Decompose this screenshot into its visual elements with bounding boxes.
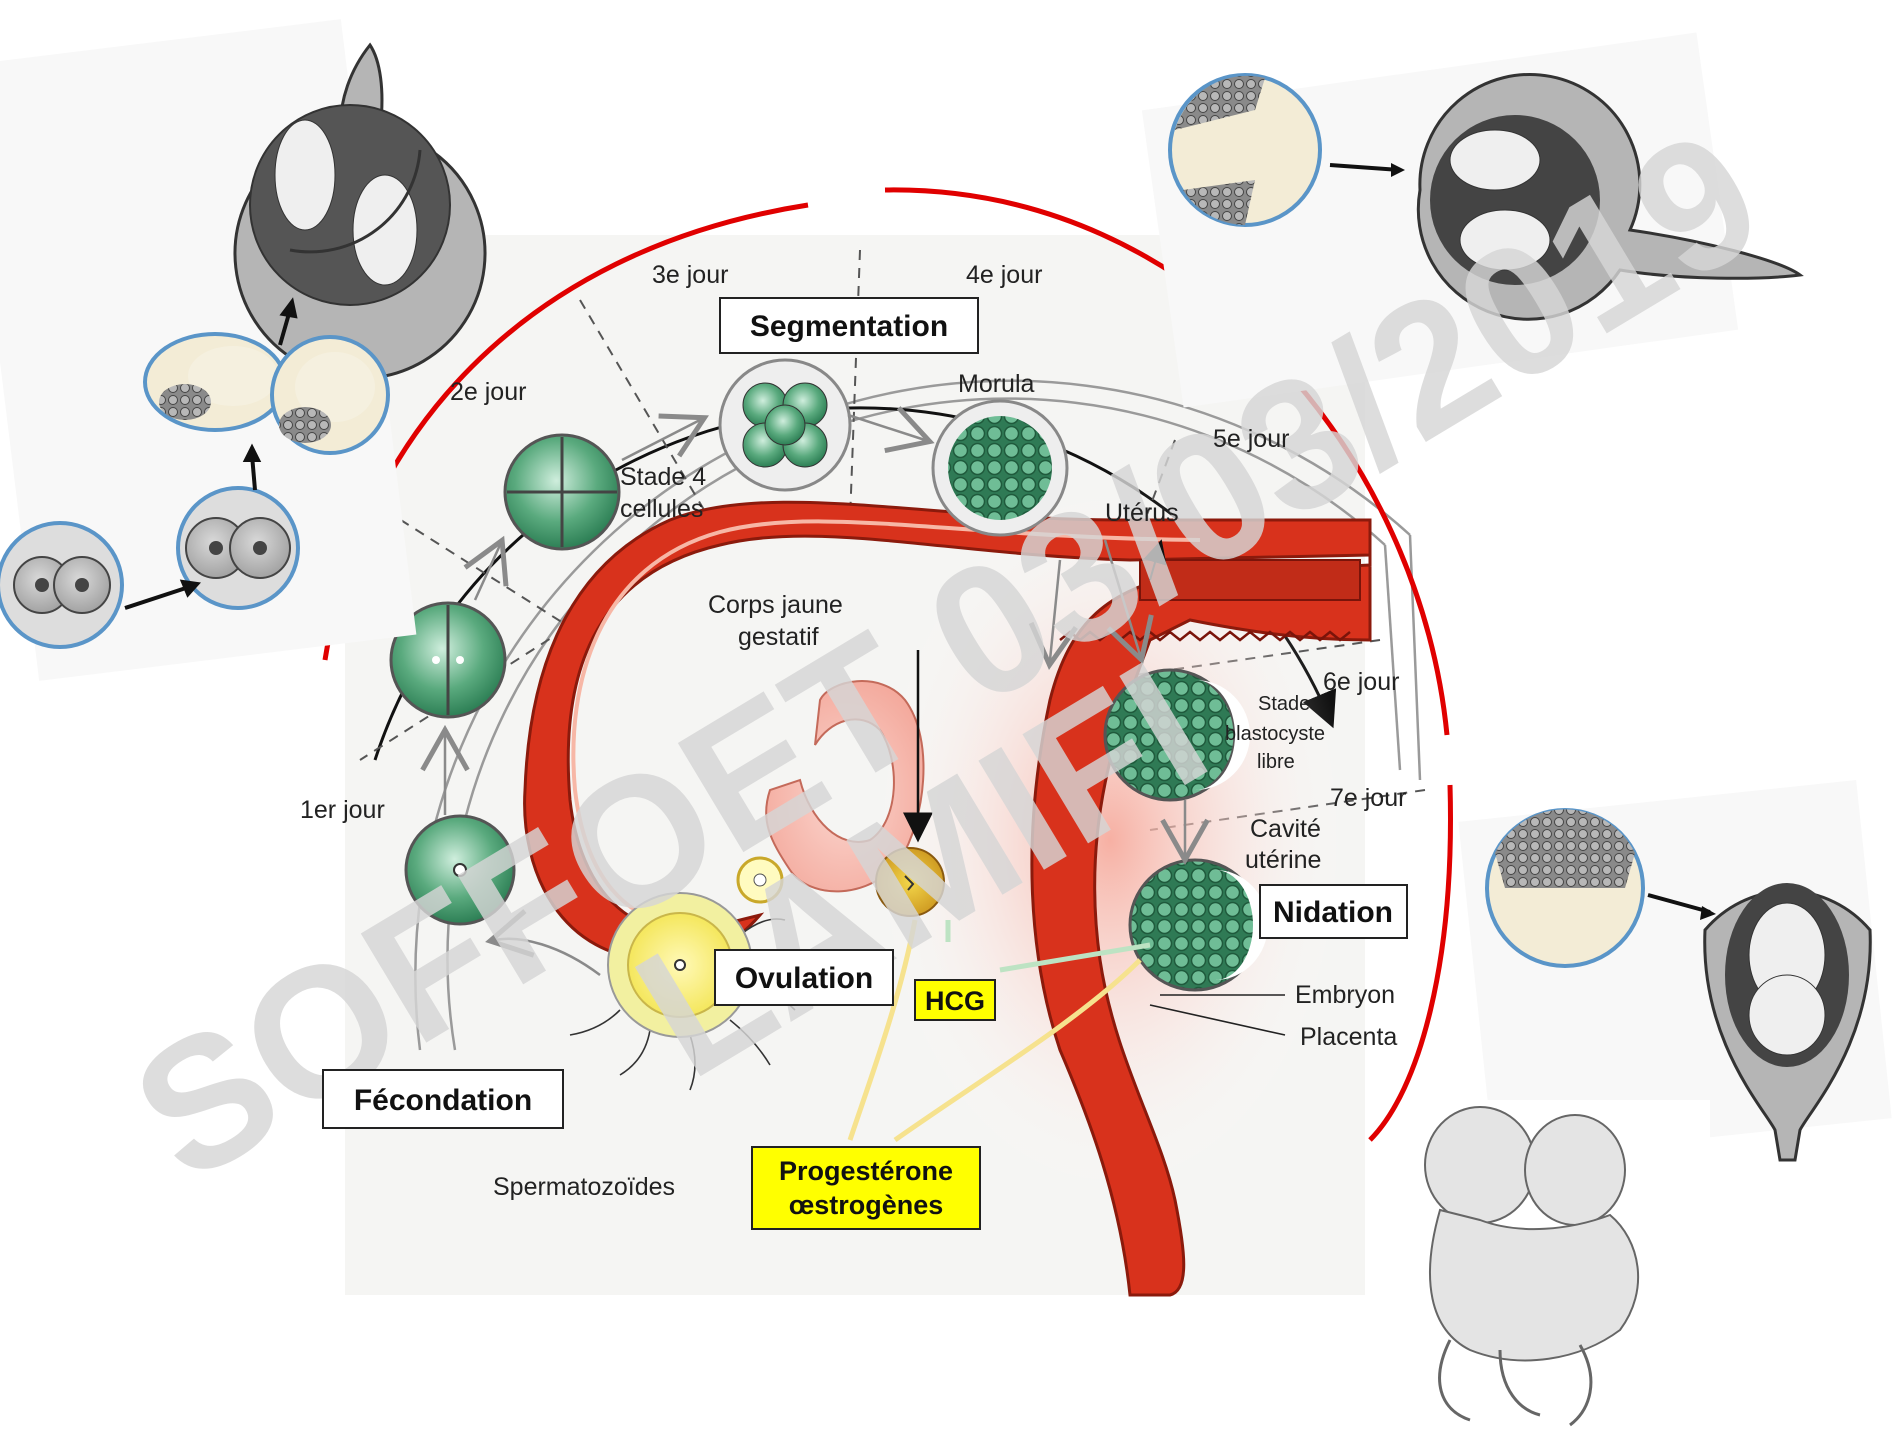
- label-day-2: 2e jour: [450, 378, 526, 406]
- label-day-3: 3e jour: [652, 261, 728, 289]
- label-nidation: Nidation: [1260, 885, 1407, 938]
- label-segmentation: Segmentation: [720, 298, 978, 353]
- svg-text:Ovulation: Ovulation: [735, 962, 873, 995]
- svg-text:Progestérone: Progestérone: [779, 1156, 953, 1186]
- label-progesterone-oestrogenes: Progestérone œstrogènes: [752, 1147, 980, 1229]
- label-corps-jaune-2: gestatif: [738, 623, 819, 651]
- label-day-6: 6e jour: [1323, 668, 1399, 696]
- label-day-4: 4e jour: [966, 261, 1042, 289]
- label-stade-4-cellules-1: Stade 4: [620, 463, 706, 491]
- label-morula: Morula: [958, 370, 1035, 398]
- label-hcg: HCG: [915, 980, 995, 1020]
- label-ovulation: Ovulation: [715, 950, 893, 1005]
- svg-text:HCG: HCG: [925, 986, 985, 1016]
- four-cell-stage: [505, 435, 619, 549]
- label-uterus: Utérus: [1105, 499, 1179, 527]
- svg-text:œstrogènes: œstrogènes: [789, 1190, 944, 1220]
- label-fecondation: Fécondation: [323, 1070, 563, 1128]
- label-blastocyste-2: blastocyste: [1225, 723, 1325, 745]
- label-cavite-1: Cavité: [1250, 815, 1321, 843]
- conjoined-twins-illustration: [1410, 1100, 1710, 1430]
- label-blastocyste-1: Stade: [1258, 693, 1310, 715]
- label-stade-4-cellules-2: cellules: [620, 495, 703, 523]
- label-placenta: Placenta: [1300, 1023, 1397, 1051]
- svg-text:Segmentation: Segmentation: [750, 310, 948, 343]
- label-day-1: 1er jour: [300, 796, 385, 824]
- label-blastocyste-3: libre: [1257, 751, 1295, 773]
- label-spermatozoides: Spermatozoïdes: [493, 1173, 675, 1201]
- label-day-7: 7e jour: [1330, 784, 1406, 812]
- label-embryon: Embryon: [1295, 981, 1395, 1009]
- label-day-5: 5e jour: [1213, 425, 1289, 453]
- svg-text:Fécondation: Fécondation: [354, 1084, 532, 1117]
- svg-text:Nidation: Nidation: [1273, 896, 1393, 929]
- label-cavite-2: utérine: [1245, 846, 1321, 874]
- eight-cell-stage: [720, 360, 850, 490]
- label-corps-jaune-1: Corps jaune: [708, 591, 843, 619]
